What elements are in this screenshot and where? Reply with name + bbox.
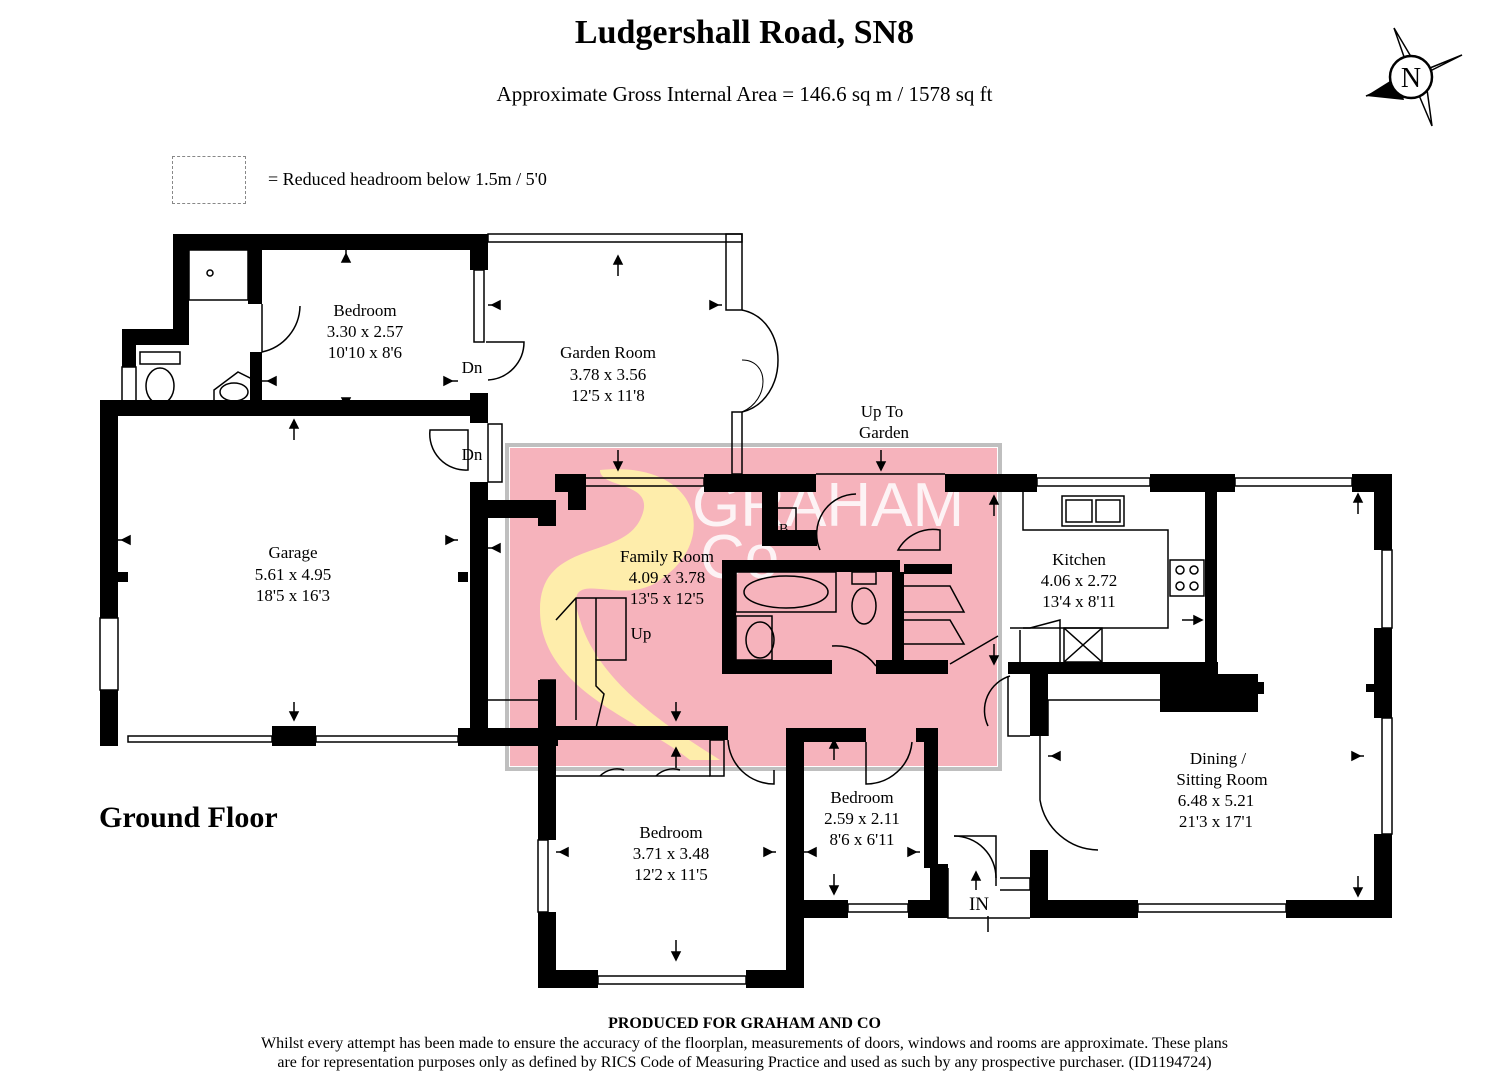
footer-line-2: are for representation purposes only as …	[277, 1054, 1212, 1071]
room-name-bedroom-top: Bedroom	[333, 301, 396, 320]
up-to-garden-line2: Garden	[859, 423, 910, 442]
compass-letter: N	[1401, 63, 1421, 94]
room-imperial-garden-room: 12'5 x 11'8	[571, 386, 645, 405]
footer-disclaimer: Whilst every attempt has been made to en…	[180, 1034, 1309, 1072]
gross-area: Approximate Gross Internal Area = 146.6 …	[496, 82, 993, 106]
floor-label: Ground Floor	[99, 801, 278, 834]
ampersand-logo	[540, 469, 720, 760]
fixtures: B	[99, 233, 1393, 985]
room-name-garden-room: Garden Room	[560, 343, 656, 362]
room-name-dining-line2: Sitting Room	[1176, 770, 1267, 789]
room-metric-garden-room: 3.78 x 3.56	[570, 365, 647, 384]
room-metric-bedroom-bottom: 3.71 x 3.48	[633, 844, 710, 863]
room-imperial-family-room: 13'5 x 12'5	[630, 589, 704, 608]
up-to-garden-line1: Up To	[861, 402, 903, 421]
room-metric-garage: 5.61 x 4.95	[255, 565, 332, 584]
stairs-up-label: Up	[631, 624, 652, 643]
compass-icon: N	[1365, 27, 1463, 127]
room-name-bedroom-small: Bedroom	[830, 788, 893, 807]
room-imperial-bedroom-top: 10'10 x 8'6	[328, 343, 402, 362]
headroom-legend-swatch	[172, 156, 246, 204]
headroom-legend-text: = Reduced headroom below 1.5m / 5'0	[268, 169, 547, 189]
footer-line-1: Whilst every attempt has been made to en…	[261, 1035, 1228, 1052]
room-metric-bedroom-top: 3.30 x 2.57	[327, 322, 404, 341]
walls	[100, 234, 1392, 988]
room-metric-dining: 6.48 x 5.21	[1178, 791, 1255, 810]
down-label-1: Dn	[462, 358, 483, 377]
room-imperial-bedroom-small: 8'6 x 6'11	[830, 830, 895, 849]
room-labels: Bedroom 3.30 x 2.57 10'10 x 8'6 Garden R…	[255, 301, 1268, 915]
room-name-kitchen: Kitchen	[1052, 550, 1106, 569]
room-name-garage: Garage	[268, 543, 317, 562]
room-imperial-bedroom-bottom: 12'2 x 11'5	[634, 865, 708, 884]
room-imperial-garage: 18'5 x 16'3	[256, 586, 330, 605]
room-metric-family-room: 4.09 x 3.78	[629, 568, 706, 587]
watermark: GRAHAM Co	[505, 443, 1002, 771]
room-name-dining-line1: Dining /	[1190, 749, 1246, 768]
room-name-family-room: Family Room	[620, 547, 714, 566]
plan-title: Ludgershall Road, SN8	[574, 14, 915, 51]
dimension-arrows	[118, 250, 1364, 962]
room-imperial-kitchen: 13'4 x 8'11	[1042, 592, 1116, 611]
room-metric-kitchen: 4.06 x 2.72	[1041, 571, 1118, 590]
footer-heading: PRODUCED FOR GRAHAM AND CO	[608, 1015, 881, 1032]
room-metric-bedroom-small: 2.59 x 2.11	[824, 809, 900, 828]
entrance-label: IN	[969, 894, 989, 915]
boiler-label: B	[779, 522, 788, 537]
down-label-2: Dn	[462, 445, 483, 464]
room-name-bedroom-bottom: Bedroom	[639, 823, 702, 842]
room-imperial-dining: 21'3 x 17'1	[1179, 812, 1253, 831]
